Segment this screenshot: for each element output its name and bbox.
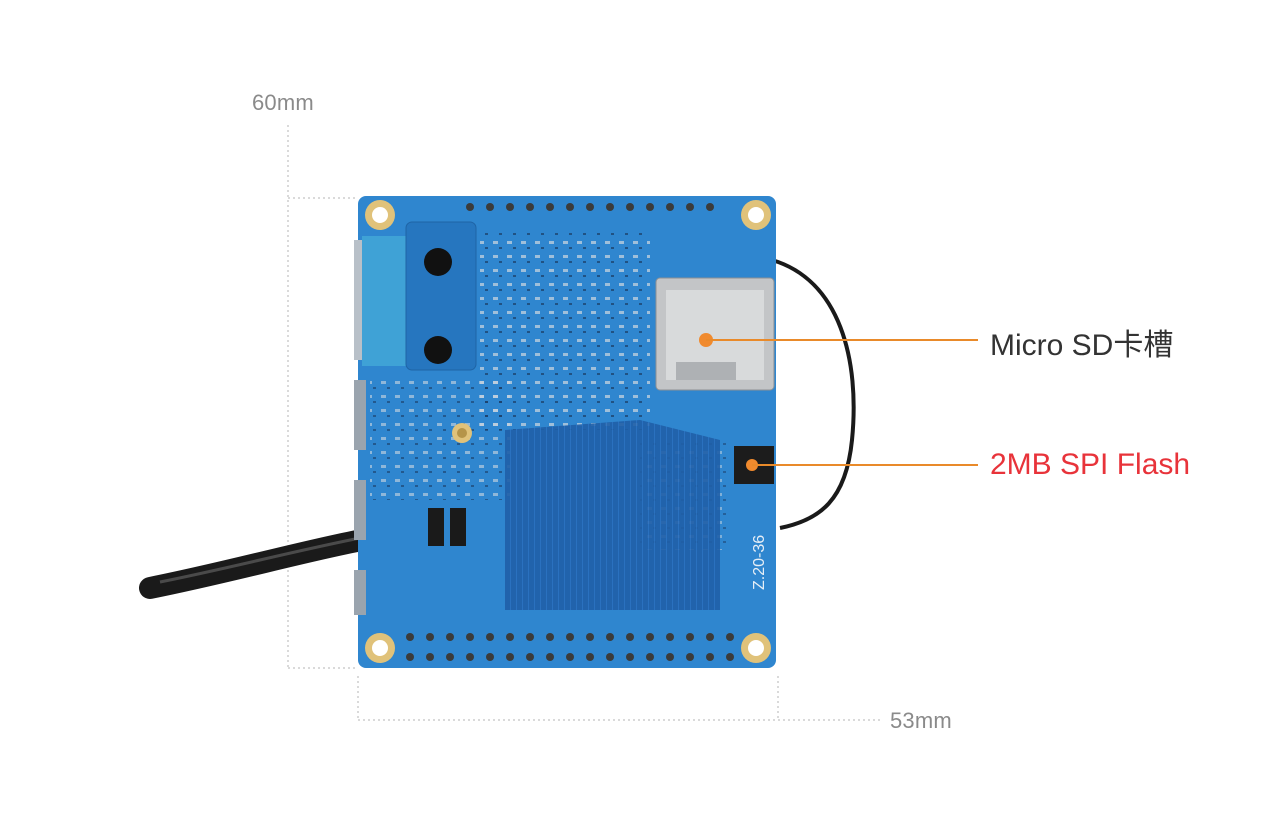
antenna-wire-right bbox=[771, 258, 856, 530]
micro-sd-slot-label: Micro SD卡槽 bbox=[990, 329, 1174, 362]
antenna-cable-left bbox=[139, 529, 373, 599]
width-dimension-label: 53mm bbox=[890, 708, 952, 733]
callout-leader-lines bbox=[706, 339, 978, 466]
spi-flash-label: 2MB SPI Flash bbox=[990, 448, 1191, 481]
board-silkscreen-text: Z.20-36 bbox=[751, 535, 768, 590]
dimension-lines bbox=[287, 125, 880, 721]
mounting-holes bbox=[365, 200, 771, 663]
micro-sd-slot bbox=[655, 277, 775, 391]
pcb-board: Z.20-36 bbox=[354, 196, 776, 668]
height-dimension-label: 60mm bbox=[252, 90, 314, 115]
